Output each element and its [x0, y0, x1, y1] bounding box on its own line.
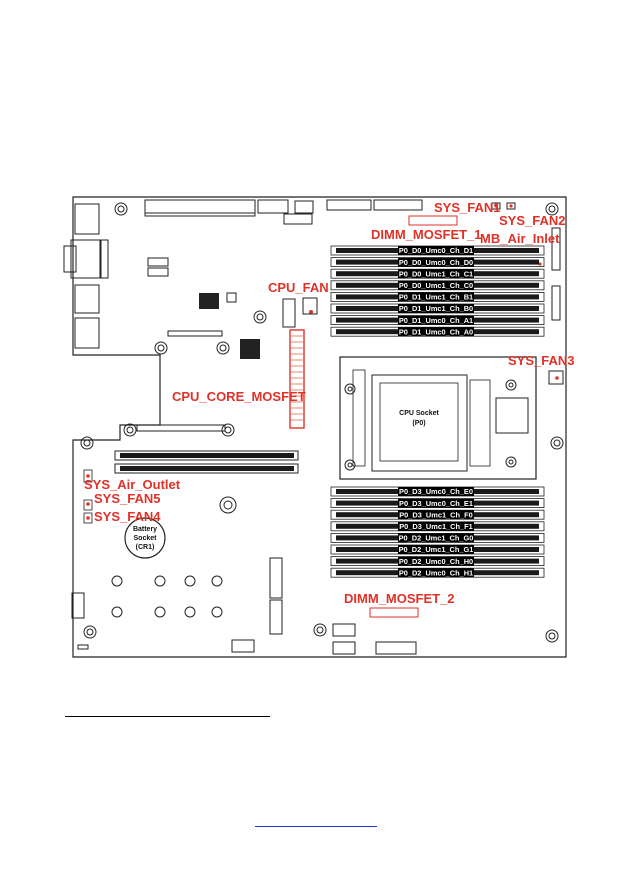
dimm-slot: P0_D0_Umc1_Ch_C1: [330, 268, 545, 279]
label-sys-fan2: SYS_FAN2: [499, 213, 566, 228]
label-cpu-core-mosfet: CPU_CORE_MOSFET: [172, 389, 306, 404]
dimm-slot-label: P0_D3_Umc0_Ch_E0: [399, 487, 473, 496]
dimm-slot: P0_D3_Umc0_Ch_E1: [330, 498, 545, 509]
dimm-slot-label-bg: [398, 304, 474, 313]
cpu-core-mosfet-fins: [291, 335, 303, 421]
dimm-slot: P0_D0_Umc0_Ch_D1: [330, 245, 545, 256]
rear-io-ports: [63, 203, 109, 349]
dimm-slot-label: P0_D0_Umc1_Ch_C1: [399, 269, 473, 278]
dimm-slot-label-bg: [398, 521, 474, 531]
dimm-slot-label: P0_D3_Umc0_Ch_E1: [399, 499, 473, 508]
dimm-slot-label-bg: [398, 315, 474, 325]
right-connectors: [548, 227, 564, 385]
fan-header-dots: [86, 204, 559, 520]
dimm-slot: P0_D1_Umc0_Ch_A1: [330, 315, 545, 326]
dimm-slots-bottom: P0_D3_Umc0_Ch_E0P0_D3_Umc0_Ch_E1P0_D3_Um…: [330, 486, 545, 578]
board-outline: [72, 196, 567, 658]
label-sys-fan5: SYS_FAN5: [94, 491, 161, 506]
dimm-slot-label-bg: [398, 510, 474, 520]
dimm-slot: P0_D1_Umc1_Ch_B1: [330, 291, 545, 302]
footer-rule: [65, 716, 270, 717]
dimm-slot-label-bg: [398, 556, 474, 566]
dimm-slot: P0_D3_Umc1_Ch_F1: [330, 521, 545, 532]
dimm-slot-label-bg: [398, 545, 474, 554]
dimm-slot-label: P0_D1_Umc0_Ch_A1: [399, 316, 473, 325]
dimm-slot: P0_D1_Umc0_Ch_A0: [330, 326, 545, 337]
cpu-socket-sublabel: (P0): [412, 420, 425, 427]
dimm-slot-label: P0_D1_Umc1_Ch_B0: [399, 304, 473, 313]
pcie-slots: [114, 450, 299, 474]
dimm-slot-label-bg: [398, 487, 474, 496]
cpu-socket-label: CPU Socket: [399, 410, 439, 417]
top-headers: [144, 199, 516, 226]
dimm-slot-label: P0_D1_Umc0_Ch_A0: [399, 327, 473, 336]
label-sys-fan3: SYS_FAN3: [508, 353, 575, 368]
dimm-slots-top: P0_D0_Umc0_Ch_D1P0_D0_Umc0_Ch_D0P0_D0_Um…: [330, 245, 545, 337]
dimm-slot-label: P0_D1_Umc1_Ch_B1: [399, 293, 473, 302]
dimm-slot: P0_D2_Umc0_Ch_H1: [330, 567, 545, 578]
dimm-slot-label: P0_D2_Umc1_Ch_G0: [399, 534, 474, 543]
dimm-slot: P0_D2_Umc1_Ch_G0: [330, 533, 545, 543]
dimm-slot: P0_D0_Umc1_Ch_C0: [330, 280, 545, 291]
dimm-slot-label: P0_D3_Umc1_Ch_F1: [399, 522, 473, 531]
dimm-slot-label-bg: [398, 257, 474, 267]
dimm-slot: P0_D3_Umc0_Ch_E0: [330, 486, 545, 497]
dimm-slot: P0_D2_Umc0_Ch_H0: [330, 556, 545, 566]
dimm-slot-label-bg: [398, 246, 474, 255]
dimm-slot: P0_D1_Umc1_Ch_B0: [330, 303, 545, 314]
battery-label-line1: Battery: [133, 526, 157, 533]
dimm-slot-label: P0_D0_Umc0_Ch_D0: [399, 258, 473, 267]
dimm-slot: P0_D3_Umc1_Ch_F0: [330, 509, 545, 520]
standoffs: [111, 575, 223, 618]
dimm-slot-label-bg: [398, 292, 474, 302]
dimm-slot-label: P0_D3_Umc1_Ch_F0: [399, 510, 473, 519]
label-cpu-fan: CPU_FAN: [268, 280, 329, 295]
dimm-slot-label-bg: [398, 327, 474, 337]
label-dimm-mosfet-2: DIMM_MOSFET_2: [344, 591, 455, 606]
mounting-holes: [80, 202, 564, 643]
onboard-chips: [136, 257, 318, 432]
label-mb-air-inlet: MB_Air_Inlet: [480, 231, 560, 246]
label-sys-fan4: SYS_FAN4: [94, 509, 161, 524]
dimm-slot-label-bg: [398, 498, 474, 508]
dimm-slot-label-bg: [398, 568, 474, 578]
label-sys-air-outlet: SYS_Air_Outlet: [84, 477, 181, 492]
battery-label-line2: Socket: [134, 535, 158, 542]
bottom-connectors: [71, 557, 419, 655]
dimm-slot-label: P0_D2_Umc1_Ch_G1: [399, 545, 474, 554]
dimm-slot-label: P0_D2_Umc0_Ch_H1: [399, 568, 473, 577]
dimm-slot-label-bg: [398, 533, 474, 543]
battery-label-line3: (CR1): [136, 544, 155, 551]
footer-link-underline: [255, 826, 377, 827]
dimm-slot-label-bg: [398, 280, 474, 290]
left-fan-headers: [83, 469, 93, 524]
dimm-slot-label: P0_D2_Umc0_Ch_H0: [399, 557, 473, 566]
dimm-slot: P0_D0_Umc0_Ch_D0: [330, 257, 545, 268]
dimm-slot-label: P0_D0_Umc0_Ch_D1: [399, 246, 473, 255]
label-sys-fan1: SYS_FAN1: [434, 200, 501, 215]
cpu-socket: CPU Socket (P0): [339, 356, 537, 480]
dimm-slot-label-bg: [398, 269, 474, 279]
dimm-slot-label: P0_D0_Umc1_Ch_C0: [399, 281, 473, 290]
label-dimm-mosfet-1: DIMM_MOSFET_1: [371, 227, 482, 242]
dimm-slot: P0_D2_Umc1_Ch_G1: [330, 544, 545, 555]
battery-socket: Battery Socket (CR1): [124, 517, 166, 559]
cpu-core-mosfet-outline: [289, 329, 305, 429]
